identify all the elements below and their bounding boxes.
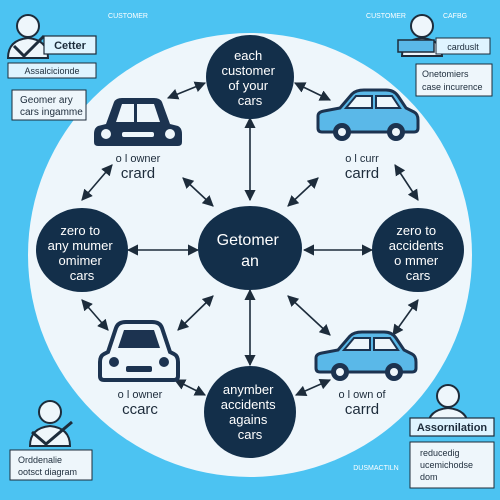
caption-bottom-left-2: ccarc [122,401,158,418]
connector-center-tr [287,177,319,207]
tag-cetter: Cetter [54,40,87,52]
caption-bottom-right-2: carrd [345,401,379,418]
bottom-right-small-label: DUSMACTILN [353,465,399,472]
svg-text:zero to accidents: zero to accidents o mmer cars [389,223,448,283]
top-right-tag: CAFBG [443,13,467,20]
connector-bottom-bl [173,379,207,396]
car-icon-bottom-left [98,320,180,382]
caption-top-left-1: o l owner [116,153,161,165]
caption-bottom-right-1: o l own of [338,389,386,401]
node-left: zero to any mumer omimer cars [36,208,128,292]
desc-box-top-right [435,37,491,55]
connector-group [81,81,419,397]
car-icon-bottom-right [314,330,418,381]
desc-bottom-right: reducedig ucemichodse dom [420,448,476,482]
svg-text:Getomer an: Getomer an [217,232,284,270]
caption-top-right-1: o l curr [345,153,379,165]
connector-bottom-br [294,378,332,397]
connector-left-bl [81,299,109,331]
connector-right-tr [394,164,419,201]
connector-top-car-tr [293,82,332,101]
svg-text:each customer of y: each customer of your cars [221,48,278,108]
top-right-small-label: CUSTOMER [366,13,406,20]
top-mid-label: CUSTOMER [108,13,148,20]
desc-bottom-left: Orddenalie ootsct diagram [18,455,77,477]
desc-top-right: carduslt [447,42,479,52]
car-icon-top-left [94,98,182,146]
connector-right-br [392,299,419,336]
desc-box-bottom-left [9,449,93,481]
node-right: zero to accidents o mmer cars [372,208,464,292]
person-desk-icon [397,14,444,57]
svg-text:anymber accidents: anymber accidents agains cars [221,382,280,442]
car-icon-top-right [316,88,420,141]
connector-center-br [287,295,331,336]
connector-top-car-tl [166,81,207,100]
insurance-text: Onetomiers case incurence [422,69,483,92]
connector-left-tl [81,164,113,201]
caption-bottom-left-1: o l owner [118,389,163,401]
desc-box-top-left [11,89,87,121]
svg-text:zero to any mumer: zero to any mumer omimer cars [48,223,117,283]
person-check-icon [6,14,50,59]
tag-assornilation: Assornilation [417,422,488,434]
node-center: Getomer an [198,206,302,290]
name-label: Assalcicionde [24,66,79,76]
desc-top-left: Geomer ary cars ingamme [20,95,83,118]
name-label-box [7,62,97,79]
insurance-box [415,63,493,97]
node-bottom: anymber accidents agains cars [204,366,296,458]
caption-top-left-2: crard [121,165,155,182]
tag-cetter-box [43,35,97,55]
person-check-icon [28,400,73,447]
caption-top-right-2: carrd [345,165,379,182]
connector-center-tl [182,177,214,207]
desc-box-bottom-right [409,441,495,489]
node-top: each customer of your cars [206,35,294,119]
connector-center-bl [177,295,214,331]
tag-assornilation-box [409,417,495,437]
